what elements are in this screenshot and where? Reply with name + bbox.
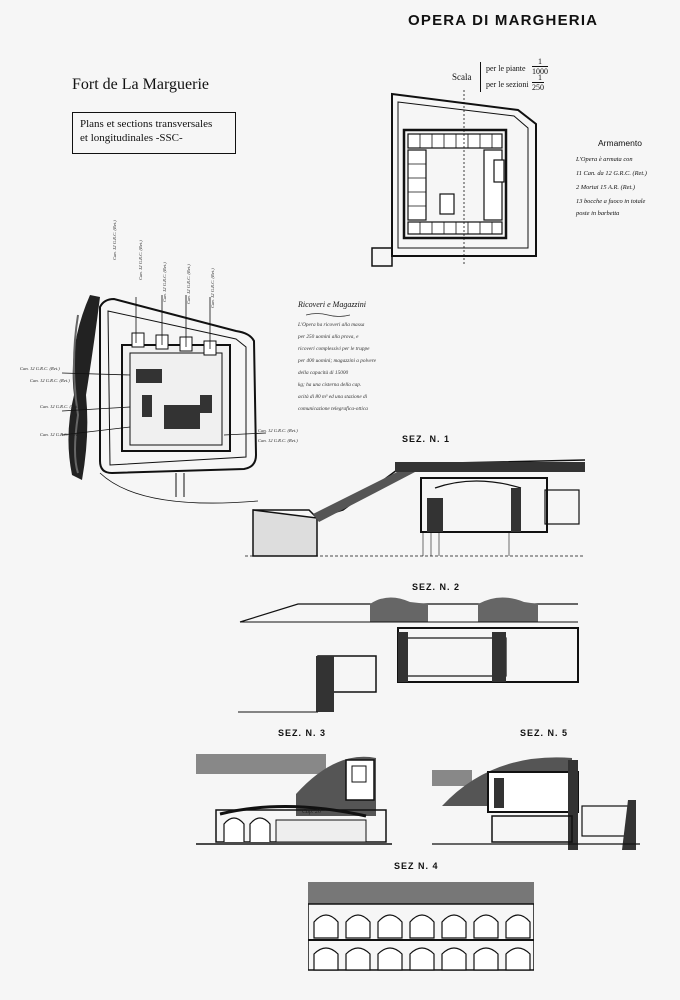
section-5-drawing <box>432 757 640 850</box>
ricoveri-line: della capacità di 15000 <box>298 370 349 376</box>
fort-plan-top <box>371 90 537 267</box>
plan-gun-label: Can. 12 G.R.C. (Ret.) <box>186 264 191 304</box>
armamento-line: poste in barbetta <box>576 210 620 217</box>
plan-gun-label: Can. 12 G.R.C. (Ret.) <box>210 268 215 308</box>
ricoveri-line: ricoveri complessivi per le truppe <box>298 346 370 352</box>
section-5-label: SEZ. N. 5 <box>520 728 569 738</box>
section-2-drawing <box>238 597 579 713</box>
armamento-line: 11 Can. da 12 G.R.C. (Ret.) <box>576 170 647 177</box>
ricoveri-title: Ricoveri e Magazzini <box>298 300 366 309</box>
plan-gun-label: Can. 12 G.R.C. (Ret.) <box>112 220 117 260</box>
scale-label: Scala <box>452 72 472 82</box>
italian-title: OPERA DI MARGHERIA <box>408 12 599 29</box>
section-3-drawing <box>196 754 392 845</box>
french-caption-box: Plans et sections transversales et longi… <box>72 112 236 154</box>
scale-bracket <box>480 62 484 92</box>
section-4-label: SEZ N. 4 <box>394 861 439 871</box>
section-4-drawing <box>308 882 534 971</box>
section-3-label: SEZ. N. 3 <box>278 728 327 738</box>
section-3-room-label: Cap. 20 <box>302 809 322 815</box>
ricoveri-line: per 250 uomini alla prova, e <box>298 334 359 340</box>
french-title: Fort de La Marguerie <box>72 76 209 93</box>
scale-section-label: per le sezioni <box>486 80 529 89</box>
caption-line-2: et longitudinales -SSC- <box>80 132 183 144</box>
scale-section-den: 250 <box>532 82 544 92</box>
armamento-title: Armamento <box>598 138 642 148</box>
scale-plan-den: 1000 <box>532 66 548 76</box>
plan-gun-label: Can. 12 G.R.C. (Ret.) <box>258 428 298 433</box>
plan-gun-label: Can. 12 G.R.C. (Ret.) <box>162 262 167 302</box>
plan-gun-label: Can. 12 G.R.C. (Ret.) <box>40 404 80 409</box>
armamento-line: L'Opera è armata con <box>576 156 633 163</box>
fort-plan-left <box>61 295 267 504</box>
ricoveri-flourish <box>306 312 350 318</box>
plan-gun-label: Can. 12 G.R.C. (Ret.) <box>30 378 70 383</box>
plan-gun-label: Can. 12 G.R.C. (Ret.) <box>20 366 60 371</box>
plan-gun-label: Can. 12 G.R.C. (Ret.) <box>40 432 80 437</box>
scale-plan-num: 1 <box>538 57 542 66</box>
section-1-drawing <box>245 459 586 557</box>
section-1-label: SEZ. N. 1 <box>402 434 451 444</box>
scale-section-num: 1 <box>538 73 542 82</box>
armamento-line: 13 bocche a fuoco in totale <box>576 198 646 205</box>
plan-gun-label: Can. 12 G.R.C. (Ret.) <box>138 240 143 280</box>
plan-gun-label: Can. 12 G.R.C. (Ret.) <box>258 438 298 443</box>
armamento-line: 2 Mortai 15 A.R. (Ret.) <box>576 184 635 191</box>
ricoveri-line: comunicazione telegrafica-ottica <box>298 406 368 412</box>
section-2-label: SEZ. N. 2 <box>412 582 461 592</box>
ricoveri-line: L'Opera ha ricoveri alla massa <box>298 322 365 328</box>
ricoveri-line: kg; ha una cisterna della cap. <box>298 382 362 388</box>
ricoveri-line: per 400 uomini; magazzini a polvere <box>298 358 376 364</box>
ricoveri-line: acità di 80 m³ ed una stazione di <box>298 394 368 400</box>
caption-line-1: Plans et sections transversales <box>80 118 213 130</box>
scale-plan-label: per le piante <box>486 64 526 73</box>
